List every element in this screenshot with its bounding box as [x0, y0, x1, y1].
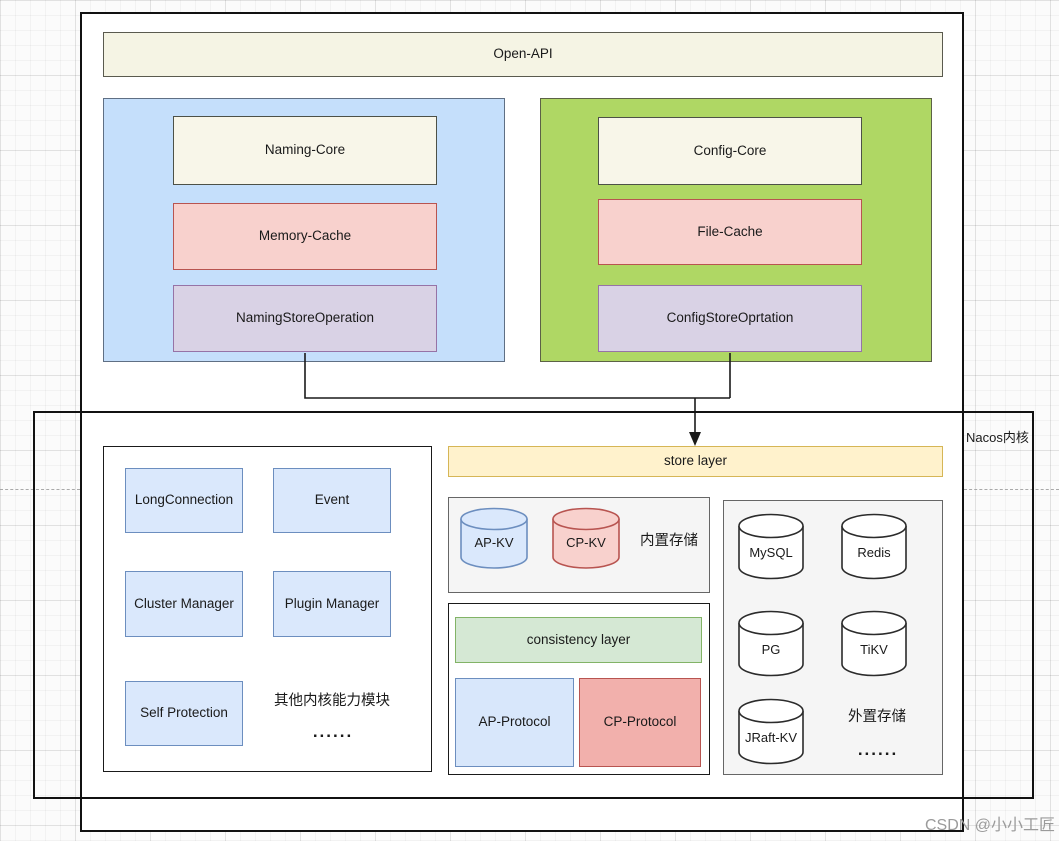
naming-core-box: Naming-Core [173, 116, 437, 185]
ap-protocol-box: AP-Protocol [455, 678, 574, 767]
redis-cylinder: Redis [839, 513, 909, 581]
pg-label: PG [761, 642, 781, 657]
mysql-label: MySQL [749, 545, 793, 560]
database-icon [552, 507, 620, 569]
open-api-bar: Open-API [103, 32, 943, 77]
consistency-layer-label: consistency layer [526, 631, 631, 647]
naming-store-operation-label: NamingStoreOperation [235, 310, 375, 326]
database-icon [738, 513, 804, 580]
cp-kv-label: CP-KV [566, 535, 606, 550]
config-store-oprtation-label: ConfigStoreOprtation [666, 310, 794, 326]
plugin-manager-label: Plugin Manager [284, 595, 380, 611]
jraft-kv-cylinder: JRaft-KV [736, 698, 806, 766]
cluster-manager-label: Cluster Manager [134, 595, 234, 611]
csdn-watermark: CSDN @小小工匠 [924, 817, 1055, 834]
database-icon [738, 610, 804, 677]
long-connection-box: LongConnection [125, 468, 243, 533]
nacos-kernel-label: Nacos内核 [966, 430, 1029, 445]
jraft-kv-label: JRaft-KV [744, 730, 797, 745]
plugin-manager-box: Plugin Manager [273, 571, 391, 637]
database-icon [738, 698, 804, 765]
cp-protocol-label: CP-Protocol [603, 714, 677, 730]
external-storage-caption: 外置存储 [848, 709, 906, 725]
mysql-cylinder: MySQL [736, 513, 806, 581]
file-cache-label: File-Cache [697, 223, 763, 239]
tikv-label: TiKV [860, 642, 888, 657]
event-label: Event [314, 492, 350, 508]
cp-protocol-box: CP-Protocol [579, 678, 701, 767]
naming-store-operation-box: NamingStoreOperation [173, 285, 437, 352]
database-icon [460, 507, 528, 569]
redis-label: Redis [857, 545, 891, 560]
store-layer-bar: store layer [448, 446, 943, 477]
memory-cache-label: Memory-Cache [258, 228, 352, 244]
cluster-manager-box: Cluster Manager [125, 571, 243, 637]
other-modules-ellipsis: ...... [312, 722, 354, 741]
self-protection-label: Self Protection [140, 705, 228, 721]
file-cache-box: File-Cache [598, 199, 862, 265]
external-storage-ellipsis: ...... [857, 740, 899, 759]
database-icon [841, 513, 907, 580]
ap-protocol-label: AP-Protocol [478, 714, 551, 730]
ap-kv-label: AP-KV [474, 535, 514, 550]
self-protection-box: Self Protection [125, 681, 243, 746]
tikv-cylinder: TiKV [839, 610, 909, 678]
pg-cylinder: PG [736, 610, 806, 678]
config-core-label: Config-Core [693, 142, 767, 158]
builtin-storage-caption: 内置存储 [640, 533, 698, 549]
config-core-box: Config-Core [598, 117, 862, 185]
naming-core-label: Naming-Core [264, 142, 346, 158]
memory-cache-box: Memory-Cache [173, 203, 437, 270]
consistency-layer-bar: consistency layer [455, 617, 702, 663]
store-layer-label: store layer [663, 453, 728, 469]
dashed-guide-left [0, 489, 80, 490]
config-store-oprtation-box: ConfigStoreOprtation [598, 285, 862, 352]
long-connection-label: LongConnection [134, 492, 234, 508]
ap-kv-cylinder: AP-KV [458, 507, 530, 571]
nacos-kernel-box [33, 411, 1034, 799]
database-icon [841, 610, 907, 677]
dashed-guide-right [964, 489, 1059, 490]
cp-kv-cylinder: CP-KV [550, 507, 622, 571]
other-modules-caption: 其他内核能力模块 [274, 693, 390, 709]
event-box: Event [273, 468, 391, 533]
open-api-label: Open-API [493, 46, 553, 62]
